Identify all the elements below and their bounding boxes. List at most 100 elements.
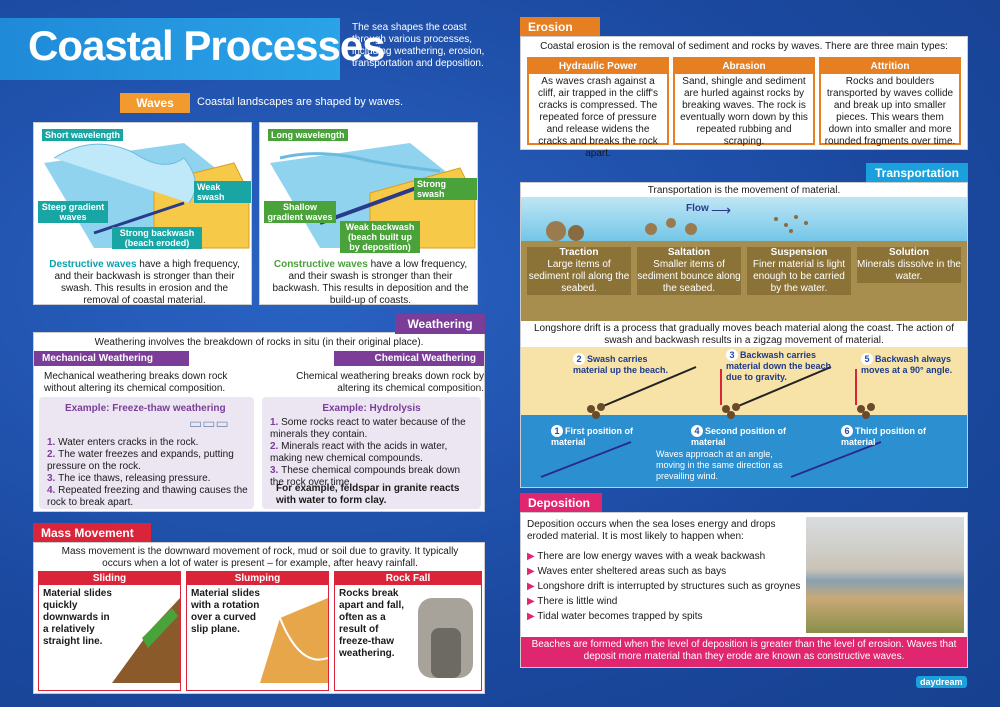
deposition-list: ▶ There are low energy waves with a weak… — [527, 551, 802, 626]
abrasion-text: Sand, shingle and sediment are hurled ag… — [680, 76, 808, 147]
chemical-steps: 1. Some rocks react to water because of … — [270, 417, 475, 489]
list-item: 1. Water enters cracks in the rock. — [47, 437, 199, 448]
list-item: 1. Some rocks react to water because of … — [270, 417, 466, 440]
flow-arrow: ⟶ — [711, 202, 732, 218]
steep-gradient-label: Steep gradient waves — [38, 201, 108, 223]
list-item: 2. Minerals react with the acids in wate… — [270, 441, 448, 464]
strong-swash-label: Strong swash — [414, 178, 477, 200]
brand-logo: daydream — [916, 676, 967, 688]
weak-swash-label: Weak swash — [194, 181, 251, 203]
list-item: 2. The water freezes and expands, puttin… — [47, 449, 234, 472]
list-item: ▶ There is little wind — [527, 596, 618, 607]
chemical-header: Chemical Weathering — [334, 351, 484, 366]
list-item: ▶ Tidal water becomes trapped by spits — [527, 611, 703, 622]
erosion-panel: Coastal erosion is the removal of sedime… — [520, 36, 968, 159]
erosion-header: Erosion — [520, 17, 600, 37]
longshore-diagram — [540, 366, 882, 478]
mass-intro: Mass movement is the downward movement o… — [61, 546, 459, 569]
list-item: ▶ There are low energy waves with a weak… — [527, 551, 766, 562]
transport-panel: Transportation is the movement of materi… — [520, 182, 968, 488]
slumping-title: Slumping — [187, 572, 328, 585]
page-title: Coastal Processes — [28, 22, 386, 69]
water-band — [521, 197, 967, 245]
constructive-text: Constructive waves have a low frequency,… — [272, 259, 469, 306]
transport-header: Transportation — [866, 163, 968, 183]
list-item: 4. Repeated freezing and thawing causes … — [47, 485, 248, 508]
intro-text: The sea shapes the coast through various… — [352, 22, 485, 69]
strong-backwash-label: Strong backwash (beach eroded) — [112, 227, 202, 249]
longshore-text: Longshore drift is a process that gradua… — [533, 323, 955, 346]
chemical-text: Chemical weathering breaks down rock by … — [296, 371, 484, 394]
beach-band — [521, 347, 967, 417]
destructive-panel: Short wavelength Weak swash Steep gradie… — [33, 122, 252, 306]
mass-type-rockfall: Rock Fall Rocks break apart and fall, of… — [334, 571, 482, 691]
weathering-header: Weathering — [395, 314, 485, 334]
chemical-example-title: Example: Hydrolysis — [322, 403, 421, 414]
deposition-panel: Deposition occurs when the sea loses ene… — [520, 512, 968, 668]
weathering-intro: Weathering involves the breakdown of roc… — [94, 337, 424, 348]
mass-type-slumping: Slumping Material slides with a rotation… — [186, 571, 329, 691]
list-item: 3. These chemical compounds break down t… — [270, 465, 461, 488]
mechanical-example-title: Example: Freeze-thaw weathering — [65, 403, 226, 414]
rockfall-text: Rocks break apart and fall, often as a r… — [339, 588, 405, 659]
wave-note: Waves approach at an angle, moving in th… — [656, 449, 783, 481]
short-wavelength-label: Short wavelength — [42, 129, 124, 141]
flow-label: Flow — [686, 203, 709, 214]
mechanical-text: Mechanical weathering breaks down rock w… — [44, 371, 228, 394]
erosion-hydraulic: Hydraulic Power As waves crash against a… — [527, 57, 669, 159]
rockfall-title: Rock Fall — [335, 572, 481, 585]
chemical-example-box: Example: Hydrolysis 1. Some rocks react … — [262, 397, 481, 509]
attrition-text: Rocks and boulders transported by waves … — [824, 76, 956, 147]
mass-header: Mass Movement — [33, 523, 151, 543]
mass-panel: Mass movement is the downward movement o… — [33, 542, 485, 694]
erosion-abrasion: Abrasion Sand, shingle and sediment are … — [673, 57, 815, 147]
attrition-title: Attrition — [821, 59, 959, 74]
transport-intro: Transportation is the movement of materi… — [647, 185, 841, 196]
sliding-text: Material slides quickly downwards in a r… — [43, 588, 112, 647]
deposition-intro: Deposition occurs when the sea loses ene… — [527, 519, 776, 542]
weathering-panel: Weathering involves the breakdown of roc… — [33, 332, 485, 512]
weak-backwash-label: Weak backwash (beach built up by deposit… — [340, 221, 420, 253]
sliding-diagram — [112, 598, 180, 683]
waves-header: Waves — [120, 93, 190, 113]
destructive-text: Destructive waves have a high frequency,… — [49, 259, 240, 306]
title-banner — [0, 18, 340, 80]
deposition-footer: Beaches are formed when the level of dep… — [521, 637, 967, 667]
rockfall-diagram — [418, 598, 473, 678]
hydraulic-text: As waves crash against a cliff, air trap… — [538, 76, 658, 159]
long-wavelength-label: Long wavelength — [268, 129, 348, 141]
mechanical-example-box: Example: Freeze-thaw weathering ▭▭▭ 1. W… — [39, 397, 254, 509]
erosion-intro: Coastal erosion is the removal of sedime… — [540, 41, 948, 52]
mass-type-sliding: Sliding Material slides quickly downward… — [38, 571, 181, 691]
list-item: ▶ Longshore drift is interrupted by stru… — [527, 581, 801, 592]
beach-photo — [806, 517, 964, 633]
shallow-gradient-label: Shallow gradient waves — [264, 201, 336, 223]
mechanical-steps: 1. Water enters cracks in the rock. 2. T… — [47, 437, 252, 509]
chemical-note: For example, feldspar in granite reacts … — [276, 483, 460, 506]
slumping-diagram — [260, 598, 328, 683]
slumping-text: Material slides with a rotation over a c… — [191, 588, 260, 635]
list-item: 3. The ice thaws, releasing pressure. — [47, 473, 211, 484]
sea-band — [521, 415, 967, 487]
abrasion-title: Abrasion — [675, 59, 813, 74]
deposition-header: Deposition — [520, 493, 602, 513]
erosion-attrition: Attrition Rocks and boulders transported… — [819, 57, 961, 147]
freeze-thaw-icons: ▭▭▭ — [189, 415, 229, 431]
sediment-illustration — [546, 215, 808, 241]
sliding-title: Sliding — [39, 572, 180, 585]
mechanical-header: Mechanical Weathering — [34, 351, 189, 366]
list-item: ▶ Waves enter sheltered areas such as ba… — [527, 566, 727, 577]
waves-subtitle: Coastal landscapes are shaped by waves. — [197, 96, 404, 108]
hydraulic-title: Hydraulic Power — [529, 59, 667, 74]
constructive-panel: Long wavelength Strong swash Shallow gra… — [259, 122, 478, 306]
